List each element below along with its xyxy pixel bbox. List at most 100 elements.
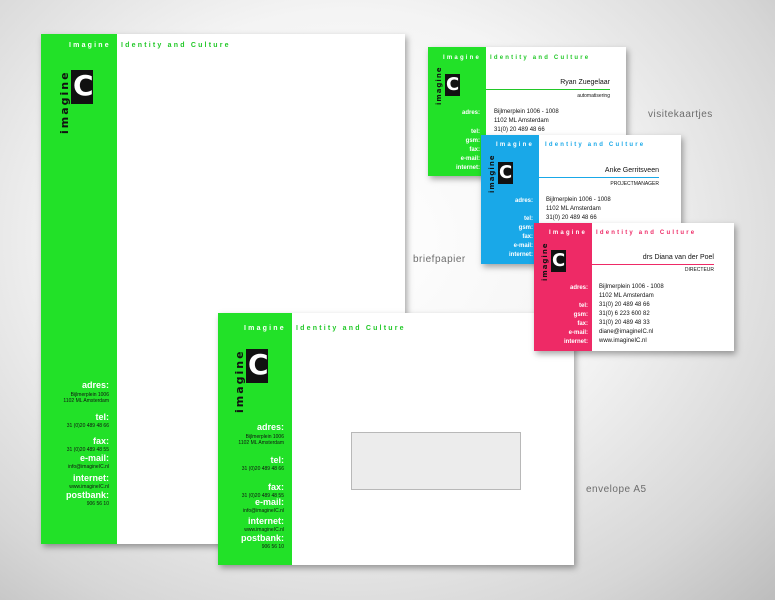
card-blue-label-adres: adres: [514,198,533,204]
logo-letter: C [446,74,460,95]
logo-word: imagine [488,154,496,193]
card-green-role: automatisering [577,93,610,99]
card-pink-divider [592,264,714,265]
envelope-email-value: info@imagineIC.nl [243,508,284,514]
card-pink-logo: imagine C [540,235,570,285]
envelope-email-label: e-mail: [254,497,284,507]
card-blue-tagline-left: Imagine [496,142,535,148]
logo-block [445,74,460,96]
envelope-fax-value: 31 (0)20 489 48 55 [241,493,284,499]
letterhead-adres-label: adres: [81,380,109,390]
card-green-tagline-left: Imagine [443,55,482,61]
logo-letter: C [73,69,94,102]
card-blue-label-tel: tel: [524,216,533,222]
card-green-logo: imagine C [434,59,464,109]
card-green-label-tel: tel: [471,129,480,135]
card-green-divider [486,89,610,90]
card-pink-label-internet: internet: [564,339,588,345]
logo-word: imagine [58,70,71,134]
letterhead-fax-label: fax: [92,436,109,446]
letterhead-tagline-right: Identity and Culture [121,42,231,49]
card-green-address1: Bijlmerplein 1006 - 1008 [494,109,559,115]
logo-letter: C [248,348,269,381]
card-pink-gsm: 31(0) 6 223 600 82 [599,311,650,317]
card-green-tagline-right: Identity and Culture [490,55,591,61]
logo-letter: C [499,162,513,183]
card-green-name: Ryan Zuegelaar [560,79,610,86]
logo-block [246,349,268,383]
letterhead-green-band [41,34,117,544]
card-green-band [428,47,486,176]
card-green-label-email: e-mail: [460,156,480,162]
caption-cards: visitekaartjes [648,109,713,120]
card-blue-address1: Bijlmerplein 1006 - 1008 [546,197,611,203]
letterhead-tel-value: 31 (0)20 489 48 66 [66,423,109,429]
logo-word: imagine [541,242,549,281]
business-card-pink: imagine C Imagine Identity and Culture d… [534,223,734,351]
card-pink-role: DIRECTEUR [684,267,714,273]
card-blue-label-internet: internet: [509,252,533,258]
envelope-tel-value: 31 (0)20 489 48 66 [241,466,284,472]
letterhead-email-label: e-mail: [79,453,109,463]
caption-letterhead: briefpapier [413,254,466,265]
envelope-tagline-right: Identity and Culture [296,325,406,332]
envelope-internet-label: internet: [248,516,284,526]
card-green-address2: 1102 ML Amsterdam [494,118,549,124]
envelope-address-window [351,432,521,490]
envelope-postbank-label: postbank: [240,533,284,543]
logo-block [498,162,513,184]
letterhead-email-value: info@imagineIC.nl [68,464,109,470]
card-green-label-adres: adres: [461,110,480,116]
letterhead-adres-line2: 1102 ML Amsterdam [63,398,109,404]
envelope-logo: imagine C [230,327,270,417]
letterhead-logo: imagine C [55,48,95,138]
logo-word: imagine [233,349,246,413]
card-pink-internet: www.imagineIC.nl [599,338,647,344]
letterhead-postbank-label: postbank: [65,490,109,500]
card-blue-label-email: e-mail: [513,243,533,249]
card-blue-band [481,135,539,264]
logo-block [71,70,93,104]
card-blue-logo: imagine C [487,147,517,197]
letterhead-internet-label: internet: [73,473,109,483]
card-blue-name: Anke Gerritsveen [604,167,659,174]
card-pink-email: diane@imagineIC.nl [599,329,654,335]
card-pink-label-gsm: gsm: [573,312,588,318]
envelope-tel-label: tel: [270,455,285,465]
envelope-postbank-value: 906 56 10 [261,544,284,550]
card-blue-label-fax: fax: [522,234,533,240]
card-blue-address2: 1102 ML Amsterdam [546,206,601,212]
card-blue-label-gsm: gsm: [518,225,533,231]
envelope-sheet: imagine C Imagine Identity and Culture a… [218,313,574,565]
card-blue-tagline-right: Identity and Culture [545,142,646,148]
letterhead-tel-label: tel: [95,412,110,422]
card-pink-tagline-left: Imagine [549,230,588,236]
card-pink-label-adres: adres: [569,285,588,291]
card-green-label-internet: internet: [456,165,480,171]
letterhead-fax-value: 31 (0)20 489 48 55 [66,447,109,453]
card-pink-label-tel: tel: [579,303,588,309]
card-pink-name: drs Diana van der Poel [642,254,714,261]
logo-word: imagine [435,66,443,105]
logo-letter: C [552,250,566,271]
card-pink-band [534,223,592,351]
envelope-adres-line2: 1102 ML Amsterdam [238,440,284,446]
envelope-tagline-left: Imagine [244,325,286,332]
caption-envelope: envelope A5 [586,484,647,495]
envelope-internet-value: www.imagineIC.nl [244,527,284,533]
logo-block [551,250,566,272]
card-green-label-fax: fax: [469,147,480,153]
card-blue-divider [539,177,659,178]
card-blue-tel: 31(0) 20 489 48 66 [546,215,597,221]
letterhead-internet-value: www.imagineIC.nl [69,484,109,490]
card-pink-address1: Bijlmerplein 1006 - 1008 [599,284,664,290]
card-pink-label-email: e-mail: [568,330,588,336]
letterhead-tagline-left: Imagine [69,42,111,49]
card-blue-role: PROJECTMANAGER [610,181,659,187]
card-green-tel: 31(0) 20 489 48 66 [494,127,545,133]
letterhead-adres-line1: Bijlmerplein 1006 [70,392,109,398]
card-pink-tel: 31(0) 20 489 48 66 [599,302,650,308]
card-pink-label-fax: fax: [577,321,588,327]
card-pink-tagline-right: Identity and Culture [596,230,697,236]
card-pink-address2: 1102 ML Amsterdam [599,293,654,299]
